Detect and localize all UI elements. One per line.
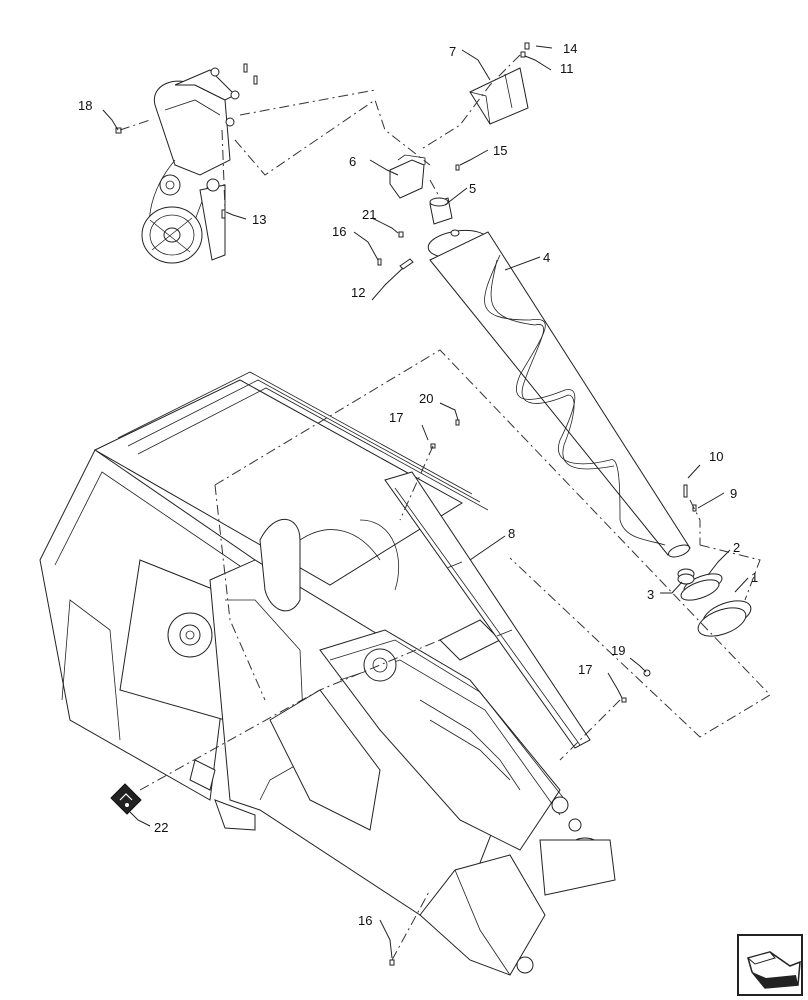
feeder-housing — [39, 371, 546, 976]
warning-decal-icon — [110, 783, 142, 815]
callout-4: 4 — [543, 250, 550, 265]
callout-12: 12 — [351, 285, 365, 300]
bolt-13 — [221, 209, 226, 219]
callout-17: 17 — [389, 410, 403, 425]
callout-11: 11 — [560, 61, 574, 76]
callout-15: 15 — [493, 143, 507, 158]
spacer-3 — [677, 568, 695, 585]
nut-16b — [389, 959, 395, 966]
bolt-15 — [455, 164, 460, 171]
bushing-5 — [429, 197, 460, 237]
callout-16: 16 — [332, 224, 346, 239]
callout-19: 19 — [611, 643, 625, 658]
callout-7: 7 — [449, 44, 456, 59]
washer-11 — [520, 51, 526, 58]
callout-6: 6 — [349, 154, 356, 169]
bolt-20 — [455, 419, 460, 426]
nut-16 — [377, 258, 382, 266]
callout-5: 5 — [469, 181, 476, 196]
callout-17-lower: 17 — [578, 662, 592, 677]
callout-22: 22 — [154, 820, 168, 835]
bracket-6 — [389, 154, 426, 199]
bolt-18 — [115, 127, 122, 134]
callout-20: 20 — [419, 391, 433, 406]
callout-3: 3 — [647, 587, 654, 602]
nut-21 — [398, 231, 404, 238]
assembly-phantom-lines — [119, 54, 771, 961]
callout-2: 2 — [733, 540, 740, 555]
housing-auger-flight — [259, 518, 400, 612]
belt-drive-assembly — [141, 67, 240, 264]
callout-9: 9 — [730, 486, 737, 501]
channel-8 — [384, 471, 591, 749]
callout-10: 10 — [709, 449, 723, 464]
callout-8: 8 — [508, 526, 515, 541]
chain-drive-mechanism — [319, 619, 616, 896]
bolt-14 — [524, 42, 530, 50]
callout-14: 14 — [563, 41, 577, 56]
callout-16-bottom: 16 — [358, 913, 372, 928]
callout-18: 18 — [78, 98, 92, 113]
leader-lines — [102, 45, 749, 959]
small-pulley — [159, 174, 181, 196]
auger-tube — [427, 229, 691, 558]
bolt-10 — [683, 484, 688, 498]
washer-17b — [621, 697, 627, 703]
callout-21: 21 — [362, 207, 376, 222]
direction-arrow-icon[interactable] — [737, 934, 803, 996]
pin-12 — [399, 258, 414, 270]
cover-7 — [469, 67, 529, 125]
callout-13: 13 — [252, 212, 266, 227]
callout-labels: 1 2 3 4 5 6 7 8 9 10 11 12 13 14 15 16 1… — [78, 41, 758, 928]
drive-plate-2 — [680, 573, 723, 601]
drive-hub-1 — [697, 600, 752, 637]
callout-1: 1 — [751, 570, 758, 585]
